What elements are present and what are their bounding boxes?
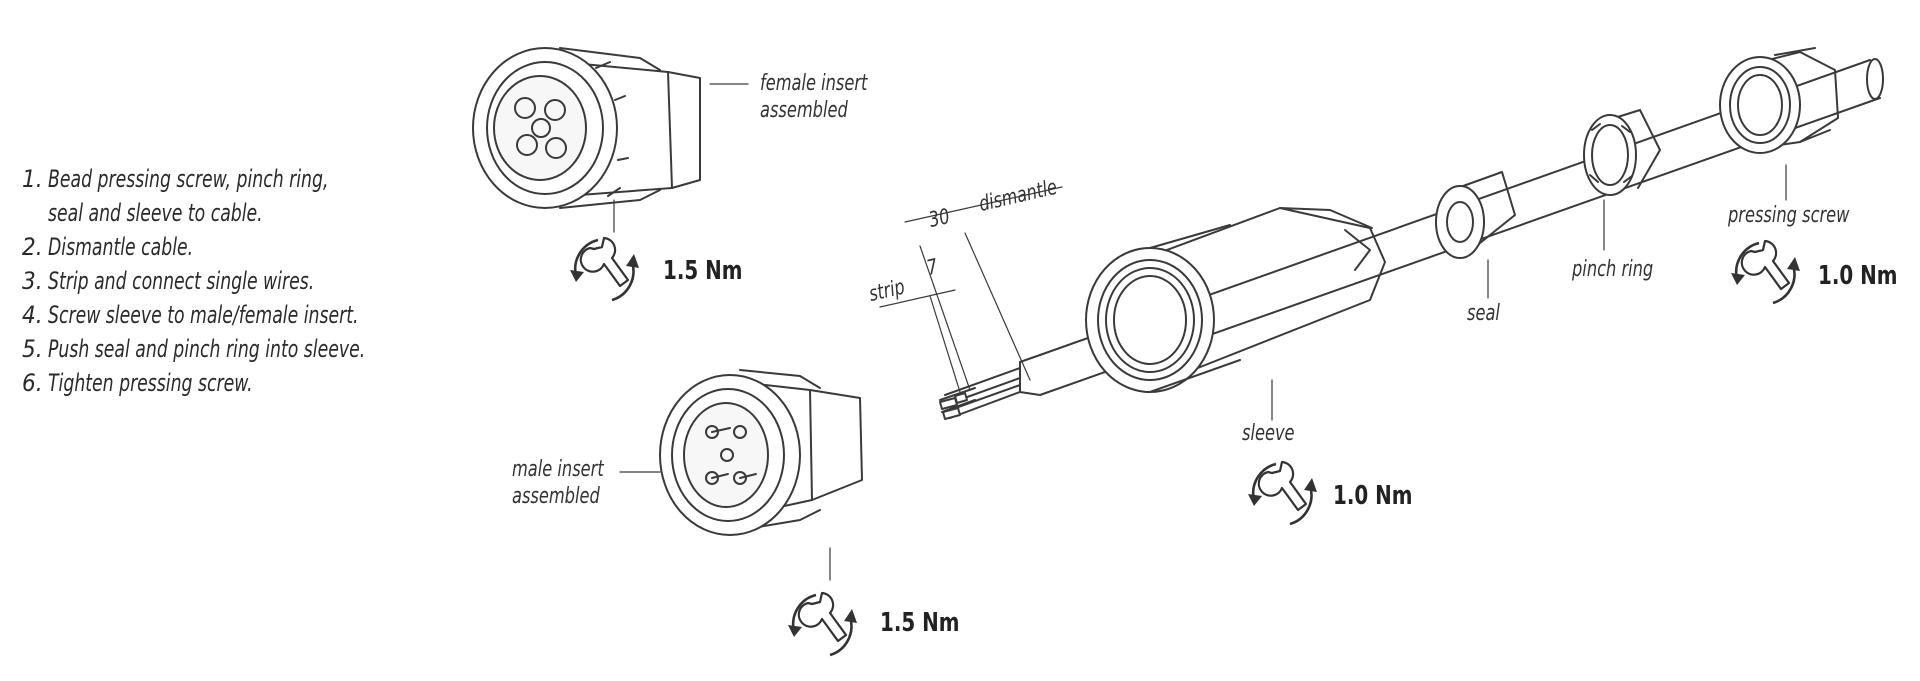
dimension-lines <box>879 186 1063 393</box>
female-insert-label: female insert assembled <box>760 71 868 123</box>
wrench-rotate-icon <box>568 236 641 302</box>
sleeve-torque: 1.0 Nm <box>1333 481 1413 511</box>
wrench-rotate-icon <box>1246 460 1319 526</box>
wrench-rotate-icon <box>1729 239 1802 305</box>
pressing-screw-label: pressing screw <box>1728 203 1850 228</box>
wrench-rotate-icon <box>786 591 859 657</box>
instruction-item: 4.Screw sleeve to male/female insert. <box>22 301 359 329</box>
pinch-ring-label: pinch ring <box>1572 257 1654 282</box>
male-insert-drawing <box>659 369 863 536</box>
instruction-item: 6.Tighten pressing screw. <box>22 369 253 397</box>
assembly-instructions: 1.Bead pressing screw, pinch ring, seal … <box>22 162 418 400</box>
pressing-screw-torque: 1.0 Nm <box>1818 261 1898 291</box>
female-insert-drawing <box>472 47 701 209</box>
male-insert-label: male insert assembled <box>512 457 604 509</box>
instruction-item: 5.Push seal and pinch ring into sleeve. <box>22 335 366 363</box>
seal-label: seal <box>1467 301 1500 326</box>
pinch-ring-drawing <box>1583 109 1661 196</box>
female-insert-torque: 1.5 Nm <box>663 256 743 286</box>
instruction-item: 1.Bead pressing screw, pinch ring, seal … <box>22 165 329 227</box>
instruction-item: 3.Strip and connect single wires. <box>22 267 315 295</box>
sleeve-label: sleeve <box>1242 421 1295 446</box>
wires-drawing <box>939 354 1041 420</box>
pressing-screw-drawing <box>1719 47 1839 154</box>
male-insert-torque: 1.5 Nm <box>880 608 960 638</box>
seal-drawing <box>1435 171 1516 259</box>
sleeve-drawing <box>1085 207 1386 393</box>
leader-lines <box>613 83 1787 581</box>
instruction-item: 2.Dismantle cable. <box>22 233 194 261</box>
